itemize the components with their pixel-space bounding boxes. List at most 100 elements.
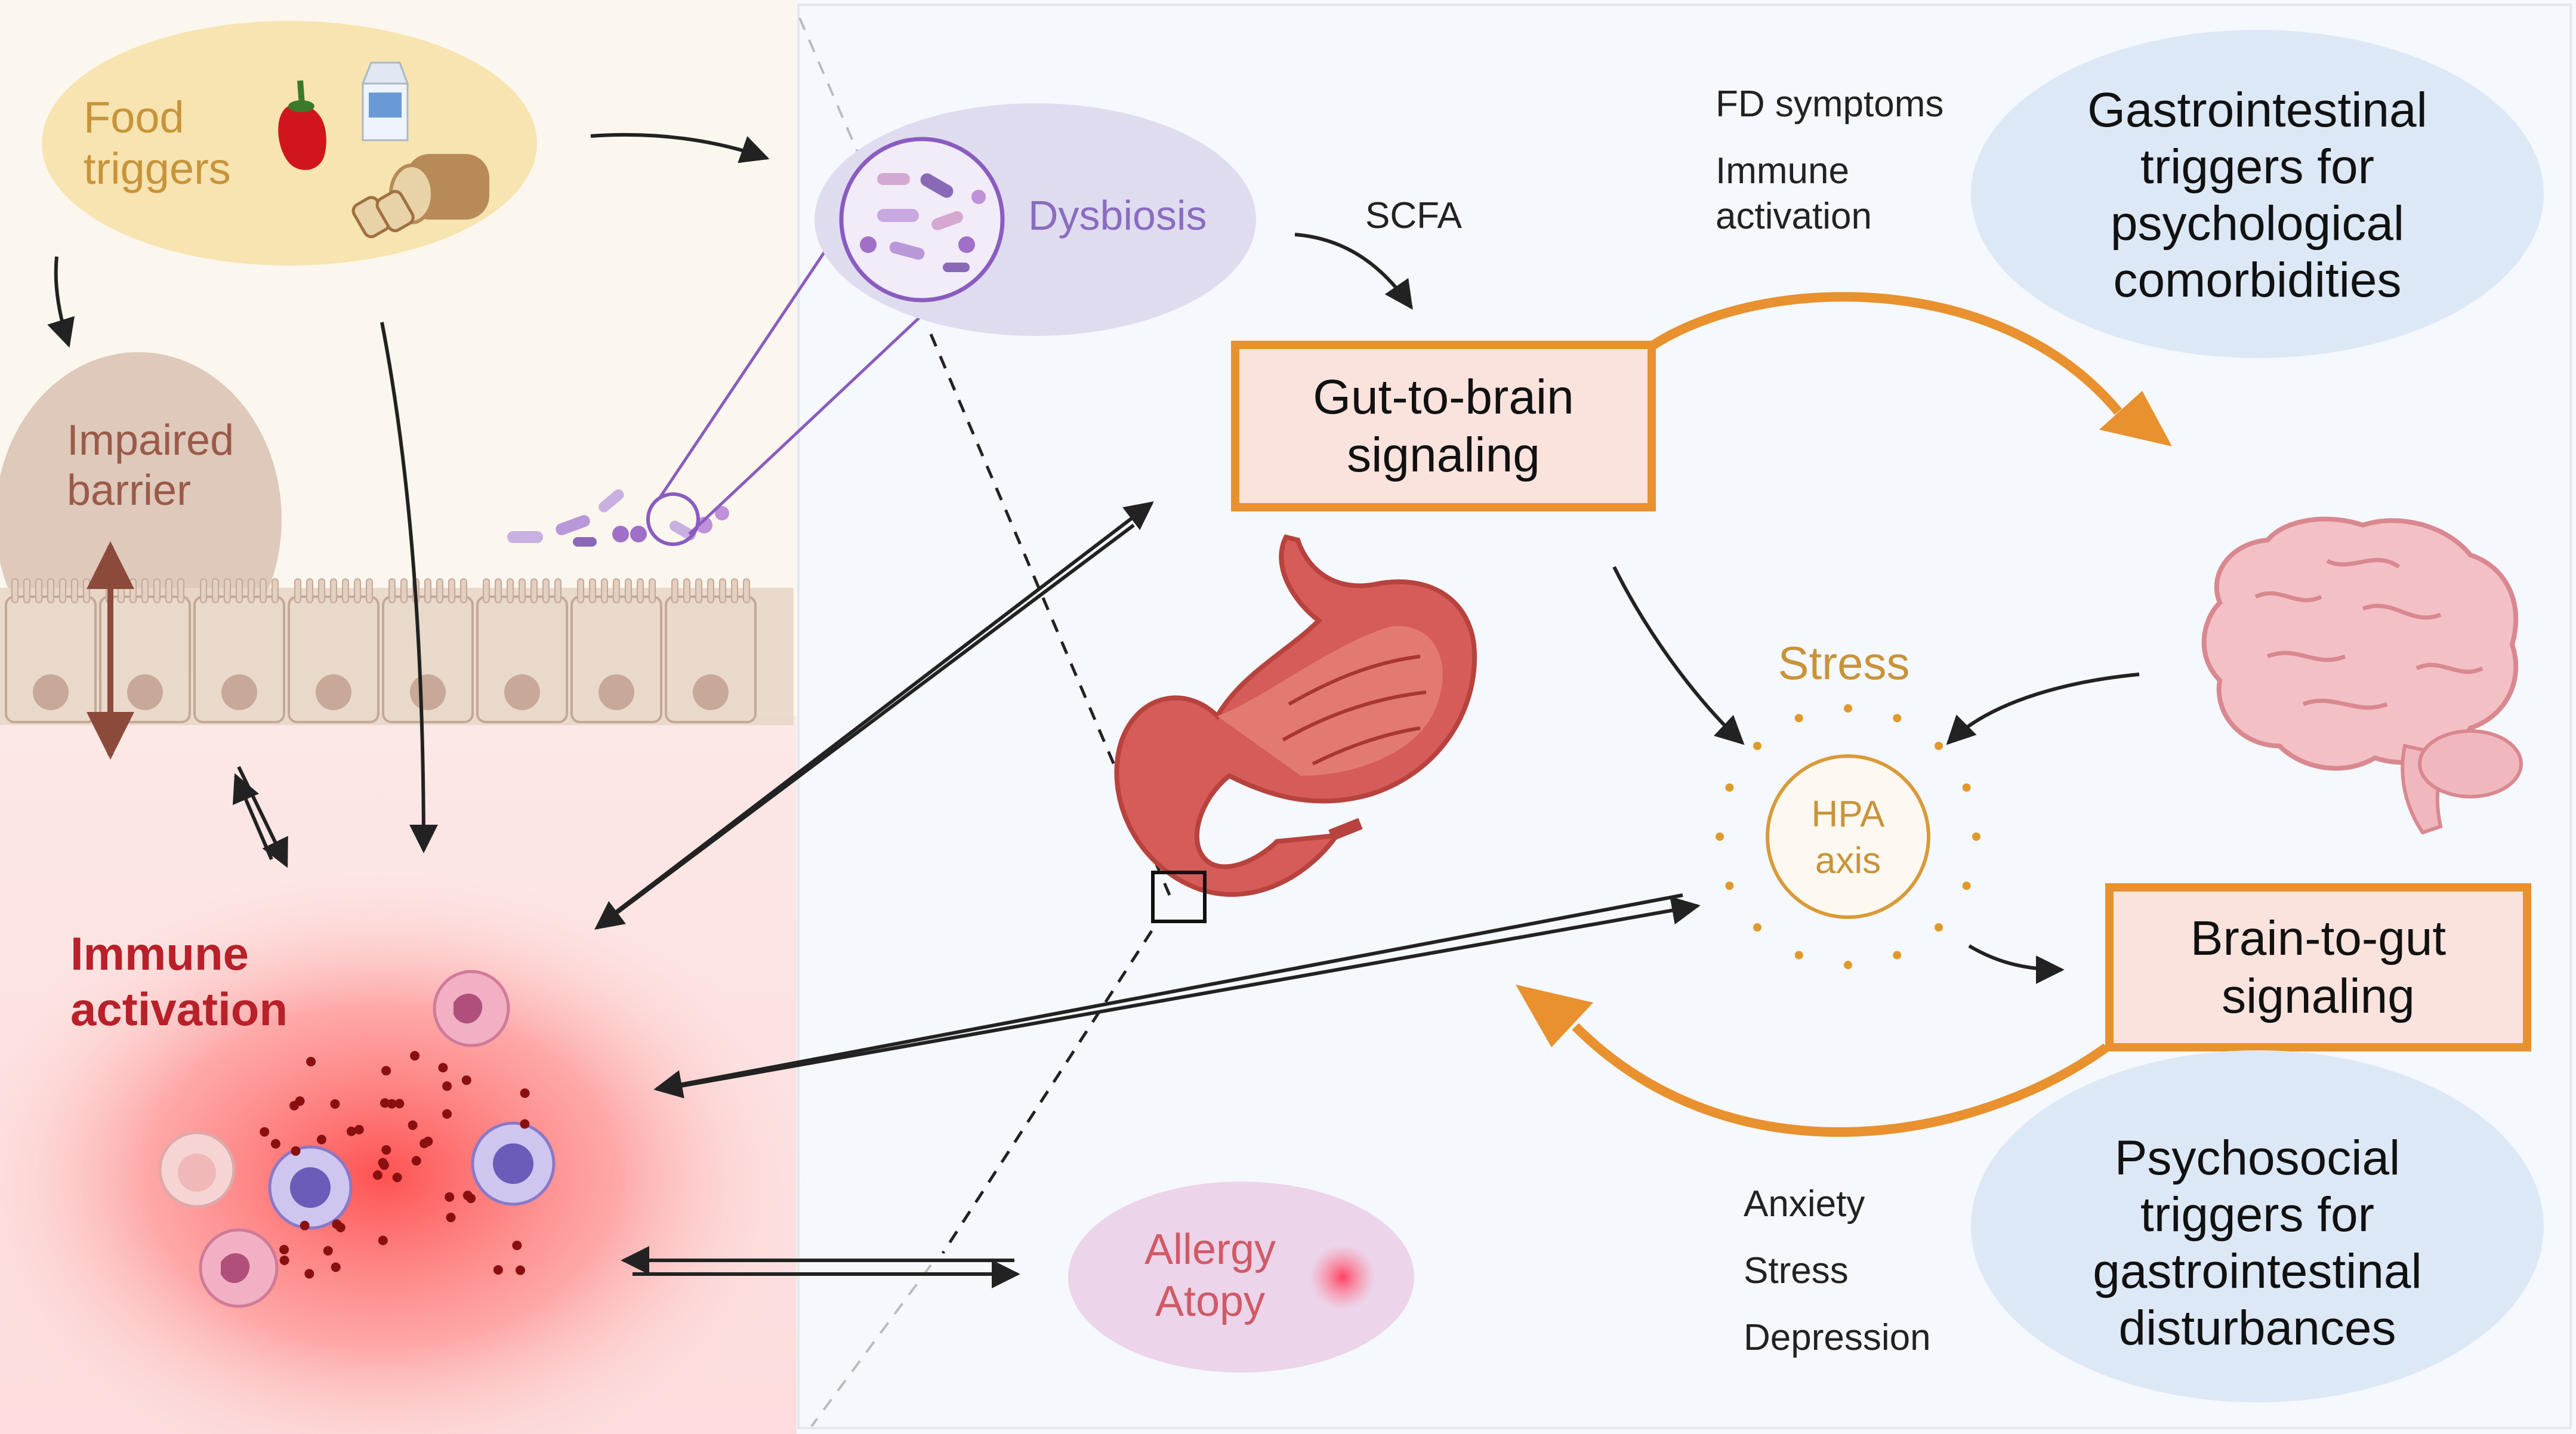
arrow-food-to-immune	[380, 322, 438, 853]
gastro-triggers-line1: Gastrointestinal	[2087, 83, 2427, 137]
hpa-dot	[1962, 783, 1971, 792]
microvillus	[200, 578, 207, 603]
cytokine-dot	[291, 1146, 301, 1156]
microvillus	[637, 578, 644, 603]
immune-activation-right-line1: Immune	[1716, 150, 1849, 192]
hpa-dots	[1716, 704, 1980, 969]
microvillus	[118, 578, 125, 603]
milk-carton-icon	[361, 61, 409, 141]
allergy-line1: Allergy	[1144, 1226, 1276, 1273]
microvillus	[436, 578, 443, 603]
brain-to-gut-line1: Brain-to-gut	[2191, 911, 2447, 966]
arrow-gut-brain-to-hpa	[1612, 566, 1745, 745]
hpa-dot	[1725, 783, 1734, 792]
microvillus	[272, 578, 279, 603]
arrow-dysbiosis-to-scfa	[1294, 233, 1413, 310]
microvillus	[649, 578, 656, 603]
microvillus	[260, 578, 267, 603]
gastro-triggers-line2: triggers for	[2140, 140, 2374, 194]
right-panel-border	[797, 4, 2572, 1429]
arrow-immune-to-gut-brain	[613, 501, 1154, 915]
microvillus	[83, 578, 90, 603]
microvillus	[707, 578, 714, 603]
cytokine-dot	[438, 1063, 448, 1073]
microvillus	[129, 578, 137, 603]
microvillus	[554, 578, 562, 603]
psycho-triggers-ellipse	[1971, 1050, 2544, 1402]
arrow-food-to-barrier	[47, 256, 75, 348]
hpa-dot	[1725, 881, 1734, 890]
microvillus	[683, 578, 690, 603]
gut-to-brain-box	[1231, 341, 1656, 511]
cytokine-dot	[306, 1057, 316, 1067]
microvillus	[141, 578, 149, 603]
cytokine-dot	[515, 1265, 525, 1275]
microvillus	[731, 578, 738, 603]
hpa-axis-circle	[1766, 754, 1930, 919]
immune-cell-icon	[158, 970, 556, 1308]
allergy-dot-icon	[1310, 1244, 1375, 1310]
food-label-line2: triggers	[84, 144, 231, 193]
scfa-label: SCFA	[1365, 195, 1463, 236]
arrow-brain-to-hpa	[1946, 673, 2140, 745]
psycho-triggers-line2: triggers for	[2140, 1188, 2374, 1242]
gastro-triggers-ellipse	[1971, 30, 2544, 358]
microvillus	[577, 578, 584, 603]
arrow-immune-to-hpa	[680, 896, 1701, 1088]
cytokine-dot	[520, 1088, 530, 1098]
microvillus	[11, 578, 18, 603]
barrier-label-line1: Impaired	[67, 417, 234, 464]
hpa-dot	[1935, 741, 1943, 750]
cytokine-dot	[381, 1145, 391, 1155]
psycho-triggers-line3: gastrointestinal	[2093, 1244, 2422, 1299]
brain-icon	[2201, 516, 2523, 835]
cytokine-dot	[461, 1075, 471, 1085]
hpa-dot	[1844, 704, 1852, 713]
cytokine-dot	[512, 1240, 522, 1250]
allergy-ellipse	[1068, 1182, 1414, 1373]
cell-nucleus	[410, 674, 446, 710]
psych-list-anxiety: Anxiety	[1744, 1183, 1865, 1225]
hpa-line2: axis	[1815, 840, 1881, 881]
microvillus	[743, 578, 750, 603]
arrow-food-to-dysbiosis	[590, 132, 770, 164]
microvillus	[330, 578, 337, 603]
hpa-dot	[1716, 832, 1724, 841]
hpa-dot	[1753, 741, 1761, 750]
gastro-triggers-line3: psychological	[2111, 196, 2404, 251]
immune-activation-line2: activation	[70, 983, 288, 1035]
cytokine-dot	[423, 1136, 433, 1146]
cell-nucleus	[316, 674, 351, 710]
cytokine-dot	[331, 1262, 341, 1272]
pepper-icon	[278, 80, 326, 170]
epithelium-layer	[0, 578, 794, 725]
cytokine-dot	[462, 1191, 473, 1201]
cytokine-dot	[520, 1119, 530, 1129]
psych-list-depression: Depression	[1744, 1317, 1931, 1358]
microvillus	[306, 578, 313, 603]
hpa-dot	[1794, 714, 1803, 723]
microvillus	[248, 578, 255, 603]
cytokine-dot	[372, 1170, 382, 1180]
microvillus	[153, 578, 161, 603]
cytokine-dot	[332, 1219, 342, 1229]
lens-line-upper	[658, 226, 843, 499]
cytokine-dot	[378, 1158, 388, 1168]
microvillus	[625, 578, 632, 603]
microvillus	[483, 578, 490, 603]
microvillus	[318, 578, 325, 603]
brain-to-gut-orange-arrowhead	[1516, 985, 1593, 1047]
dysbiosis-label: Dysbiosis	[1028, 192, 1207, 239]
microvillus	[671, 578, 678, 603]
cytokine-dot	[330, 1099, 340, 1109]
brain-to-gut-line2: signaling	[2222, 969, 2415, 1023]
microvillus	[542, 578, 550, 603]
microvillus	[495, 578, 502, 603]
cytokine-dot	[442, 1081, 452, 1091]
cytokine-dot	[378, 1235, 388, 1245]
hpa-dot	[1844, 961, 1852, 969]
cytokine-dot	[493, 1265, 503, 1275]
microvillus	[71, 578, 78, 603]
immune-glow	[0, 865, 812, 1434]
microvillus	[59, 578, 66, 603]
